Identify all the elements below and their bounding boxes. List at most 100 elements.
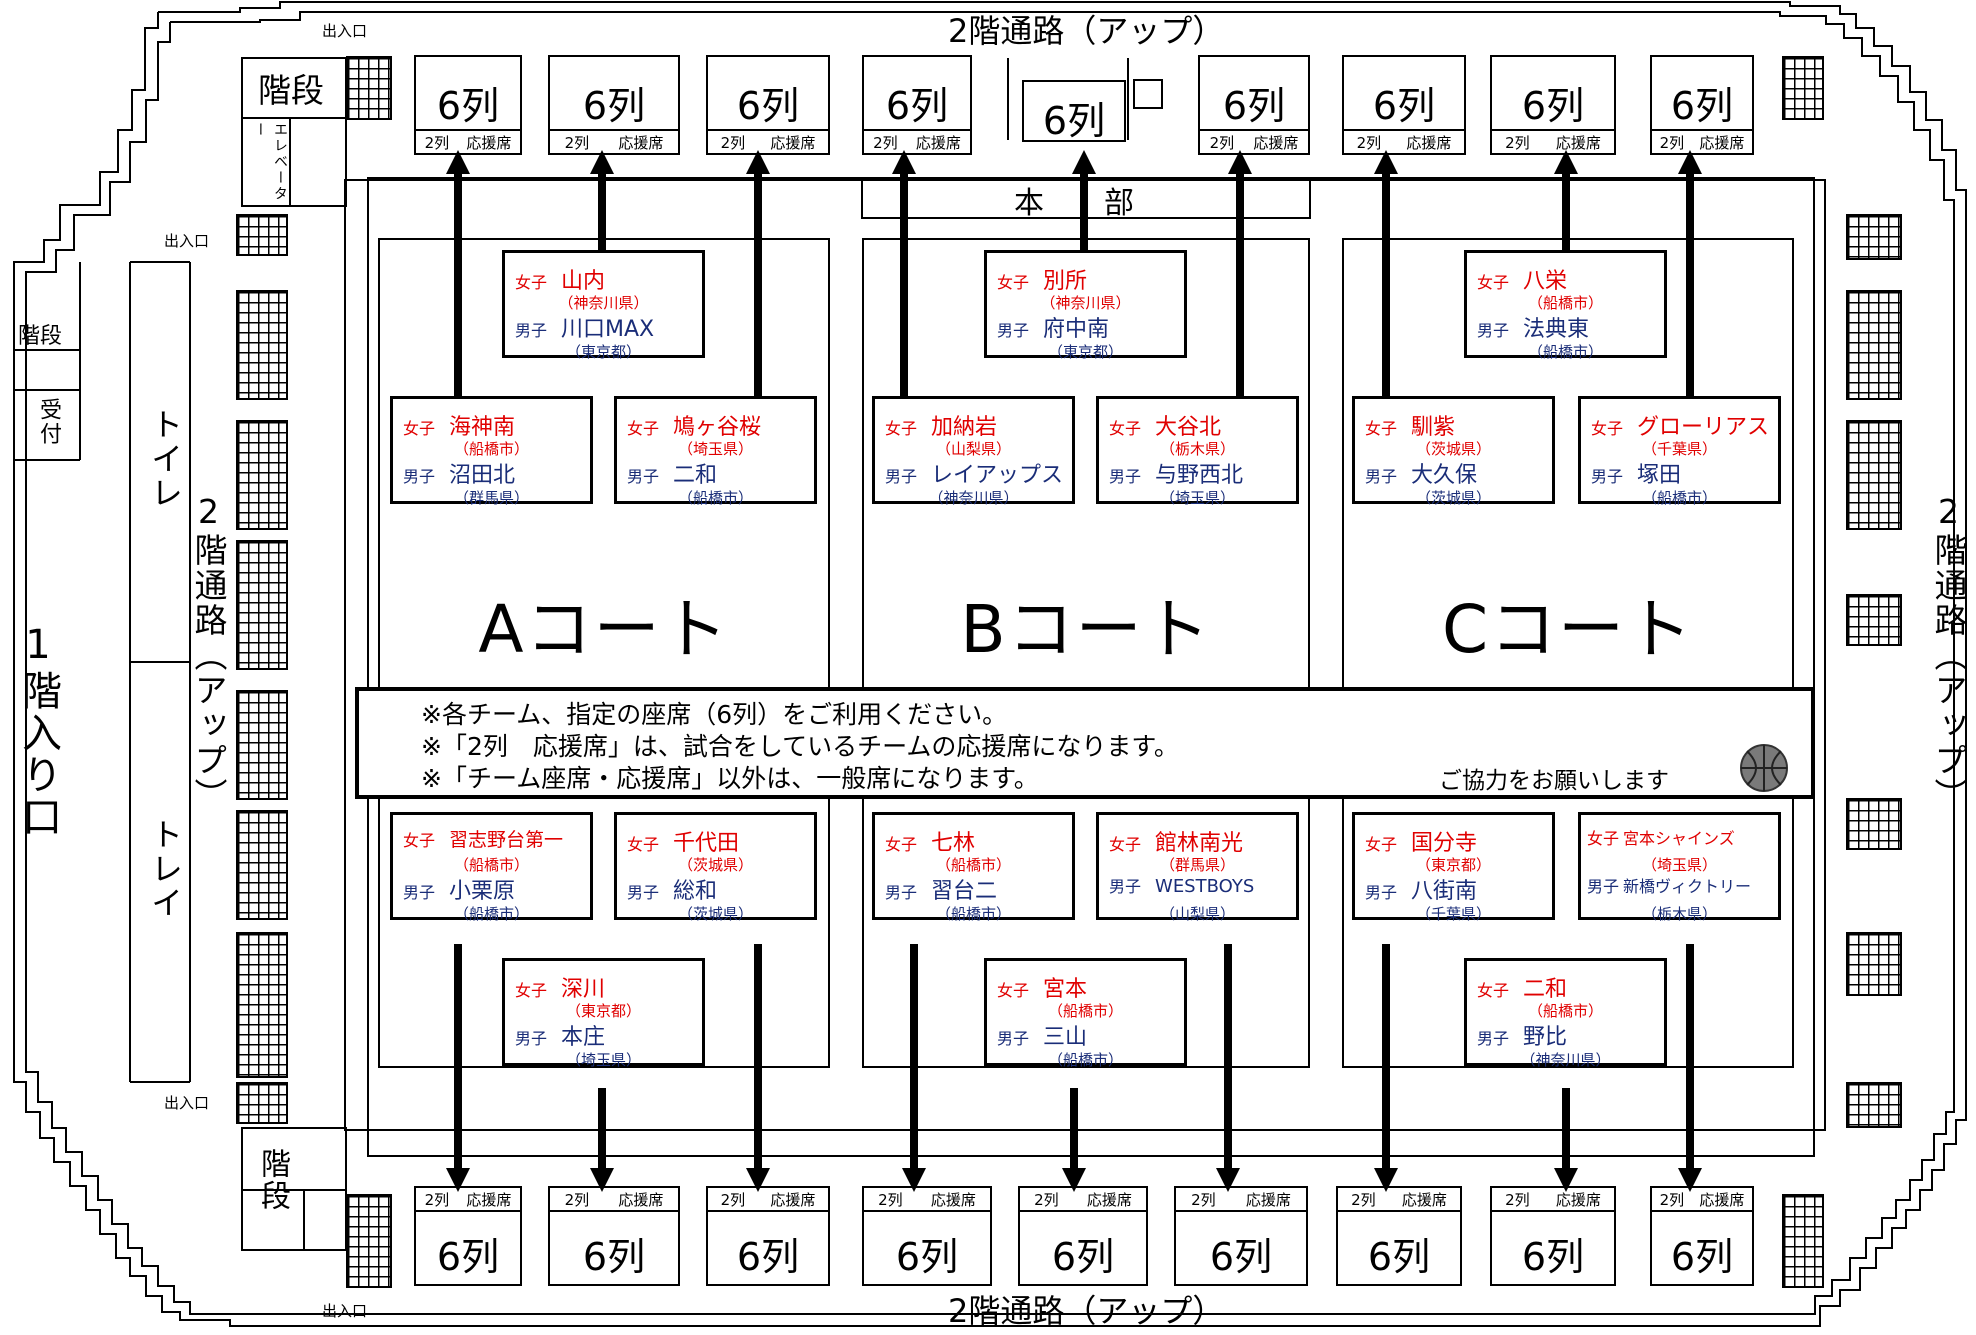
team-card: 女子宮本 （船橋市） 男子三山 （船橋市）: [984, 958, 1187, 1069]
exit-label-mid-left: 出入口: [164, 232, 210, 250]
seat-grid: [1846, 1082, 1902, 1128]
men-area: （船橋市）: [1641, 489, 1717, 507]
cheer-seat-label: 応援席: [618, 133, 664, 152]
seat-rows-label: 6列: [436, 1235, 500, 1279]
men-tag: 男子: [515, 321, 548, 340]
basketball-icon: [1740, 744, 1788, 792]
women-team: 海神南: [449, 415, 516, 440]
women-area: （埼玉県）: [677, 440, 753, 458]
men-tag: 男子: [403, 883, 436, 902]
men-area: （船橋市）: [453, 905, 529, 923]
cheer-rows-label: 2列: [720, 1190, 746, 1209]
team-seat-bottom-5: 2列 応援席 6列: [1018, 1186, 1148, 1286]
seat-grid: [1846, 420, 1902, 530]
men-tag: 男子: [1477, 321, 1510, 340]
women-tag: 女子: [885, 835, 918, 854]
men-team: 与野西北: [1155, 463, 1244, 488]
seat-rows-label: 6列: [1521, 1235, 1585, 1279]
cheer-rows-label: 2列: [1659, 133, 1685, 152]
cheer-seat-label: 応援席: [1406, 133, 1452, 152]
seat-rows-label: 6列: [582, 1235, 646, 1279]
men-area: （山梨県）: [1159, 905, 1235, 923]
seat-rows-label: 6列: [736, 84, 800, 128]
seat-rows-label: 6列: [1521, 84, 1585, 128]
women-tag: 女子: [515, 273, 548, 292]
men-team: 総和: [673, 879, 718, 904]
seat-grid: [236, 540, 288, 670]
women-tag: 女子: [515, 981, 548, 1000]
men-area: （神奈川県）: [1520, 1051, 1611, 1069]
passage-right-label: 2階通路（アップ）: [1929, 492, 1968, 813]
cheer-seat-label: 応援席: [930, 1190, 976, 1209]
men-area: （船橋市）: [1047, 1051, 1123, 1069]
men-tag: 男子: [997, 1029, 1030, 1048]
men-area: （神奈川県）: [928, 489, 1019, 507]
women-tag: 女子: [1591, 419, 1624, 438]
women-tag: 女子: [1587, 829, 1620, 848]
team-card: 女子七林 （船橋市） 男子習台二 （船橋市）: [872, 812, 1075, 923]
cheer-rows-label: 2列: [564, 1190, 590, 1209]
team-seat-top-2: 6列 2列応援席: [548, 55, 680, 155]
men-area: （船橋市）: [677, 489, 753, 507]
women-tag: 女子: [627, 419, 660, 438]
women-team: 国分寺: [1411, 831, 1478, 856]
women-area: （神奈川県）: [1040, 294, 1131, 312]
seat-rows-label: 6列: [1051, 1235, 1115, 1279]
women-team: 館林南光: [1155, 831, 1244, 856]
men-team: 二和: [673, 463, 718, 488]
women-team: 八栄: [1523, 269, 1568, 294]
team-card: 女子別所 （神奈川県） 男子府中南 （東京都）: [984, 250, 1187, 361]
cheer-rows-label: 2列: [1034, 1190, 1059, 1209]
men-team: 三山: [1043, 1025, 1088, 1050]
women-team: 鳩ヶ谷桜: [673, 415, 762, 440]
men-team: 川口MAX: [561, 317, 655, 342]
seat-rows-label: 6列: [1670, 84, 1734, 128]
cheer-seat-label: 応援席: [1086, 1190, 1132, 1209]
women-team: 大谷北: [1155, 415, 1222, 440]
men-area: （船橋市）: [935, 905, 1011, 923]
women-tag: 女子: [1477, 273, 1510, 292]
men-tag: 男子: [1365, 883, 1398, 902]
court-c-name: Cコート: [1441, 591, 1695, 668]
team-seat-top-3: 6列 2列応援席: [706, 55, 830, 155]
cheer-seat-label: 応援席: [770, 1190, 816, 1209]
women-area: （船橋市）: [1527, 294, 1603, 312]
cheer-seat-label: 応援席: [770, 133, 816, 152]
men-tag: 男子: [627, 883, 660, 902]
men-team: 小栗原: [449, 879, 516, 904]
women-team: 深川: [561, 977, 606, 1002]
men-tag: 男子: [885, 467, 918, 486]
toilet-label-lower: トレイ: [146, 818, 184, 920]
seat-grid: [236, 1082, 288, 1124]
team-card: 女子大谷北 （栃木県） 男子与野西北 （埼玉県）: [1096, 396, 1299, 507]
team-seat-bottom-3: 2列応援席 6列: [706, 1186, 830, 1286]
seat-grid: [1846, 932, 1902, 996]
cheer-rows-label: 2列: [1659, 1190, 1685, 1209]
seat-rows-label: 6列: [1372, 84, 1436, 128]
team-card: 女子千代田 （茨城県） 男子総和 （茨城県）: [614, 812, 817, 923]
cheer-rows-label: 2列: [1209, 133, 1235, 152]
women-tag: 女子: [1109, 835, 1142, 854]
men-tag: 男子: [1365, 467, 1398, 486]
seat-grid: [236, 290, 288, 400]
team-seat-bottom-2: 2列応援席 6列: [548, 1186, 680, 1286]
team-card: 女子国分寺 （東京都） 男子八街南 （千葉県）: [1352, 812, 1555, 923]
men-team: 大久保: [1411, 463, 1478, 488]
women-tag: 女子: [885, 419, 918, 438]
men-team: 習台二: [931, 879, 998, 904]
women-tag: 女子: [997, 273, 1030, 292]
women-area: （茨城県）: [677, 856, 753, 874]
team-seat-bottom-6: 2列応援席 6列: [1174, 1186, 1308, 1286]
team-card: 女子二和 （船橋市） 男子野比 （神奈川県）: [1464, 958, 1667, 1069]
cheer-rows-label: 2列: [873, 133, 898, 152]
main-entrance-label: 1階入り口: [15, 622, 61, 838]
seat-grid: [236, 810, 288, 920]
notice-line-3: ※「チーム座席・応援席」以外は、一般席になります。: [421, 764, 1039, 793]
women-area: （山梨県）: [935, 440, 1011, 458]
women-team: 馴紫: [1411, 415, 1456, 440]
seat-grid: [1782, 1194, 1824, 1288]
seat-grid: [236, 420, 288, 530]
men-area: （栃木県）: [1641, 905, 1717, 923]
team-card: 女子深川 （東京都） 男子本庄 （埼玉県）: [502, 958, 705, 1069]
